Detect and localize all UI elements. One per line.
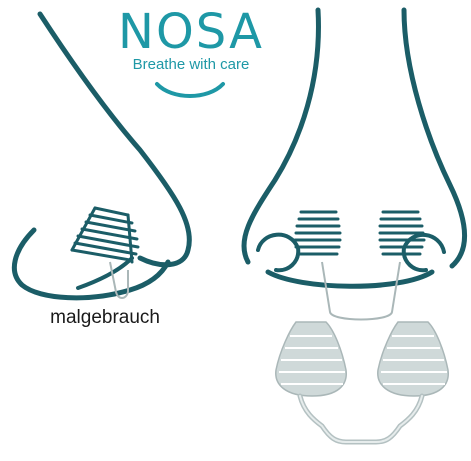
insert-bridge — [300, 396, 422, 442]
brand-logo-text: NOSA — [98, 4, 284, 60]
brand-tagline: Breathe with care — [98, 56, 284, 74]
front-insert-connector — [322, 262, 400, 320]
loose-insert-pair — [276, 322, 448, 442]
caption-label: malgebrauch — [50, 307, 160, 328]
nasal-insert-icon — [276, 322, 346, 396]
front-insert-right — [380, 212, 424, 254]
front-insert-left — [295, 212, 340, 254]
smile-arc-icon — [157, 84, 223, 96]
nasal-insert-icon — [378, 322, 448, 396]
caption-text: malgebrauch — [0, 306, 160, 330]
nasal-insert-icon — [72, 208, 138, 262]
